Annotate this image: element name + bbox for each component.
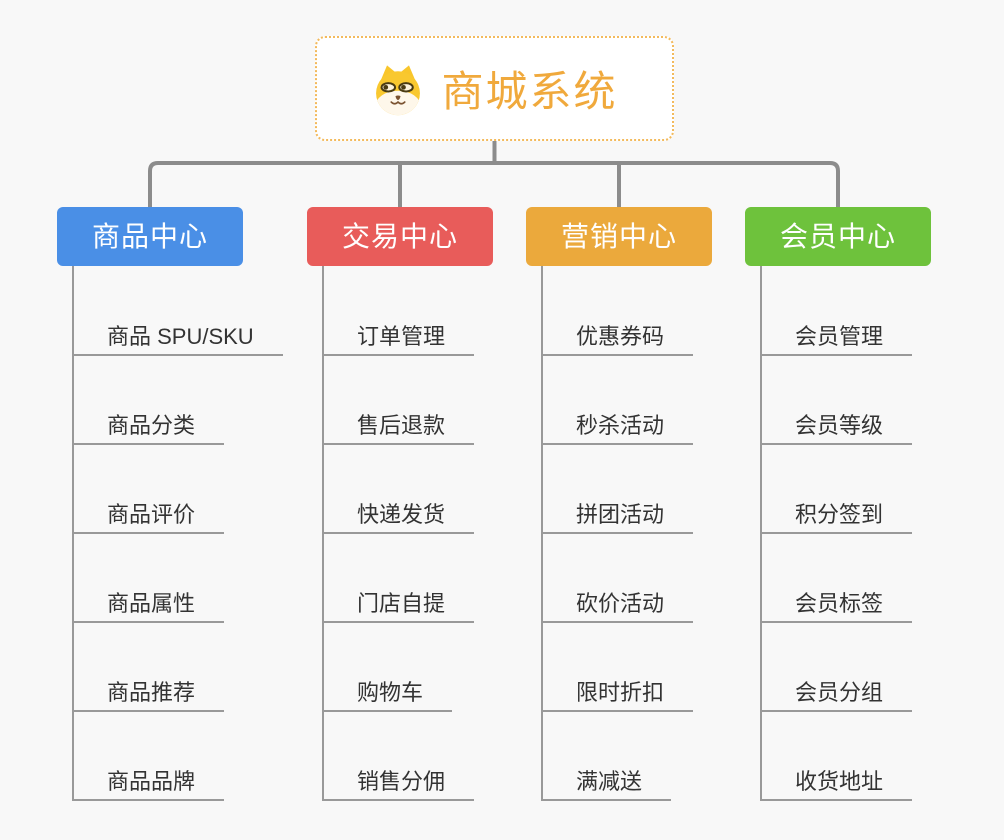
- child-node-member-center-1[interactable]: 会员管理: [760, 320, 913, 356]
- child-node-product-center-2[interactable]: 商品分类: [72, 409, 225, 445]
- branch-node-trade-center[interactable]: 交易中心: [307, 207, 493, 266]
- branch-node-member-center[interactable]: 会员中心: [745, 207, 931, 266]
- child-node-marketing-center-3[interactable]: 拼团活动: [541, 498, 694, 534]
- child-node-member-center-2[interactable]: 会员等级: [760, 409, 913, 445]
- child-node-marketing-center-1[interactable]: 优惠券码: [541, 320, 694, 356]
- child-node-trade-center-6[interactable]: 销售分佣: [322, 765, 475, 801]
- dog-face-icon: [371, 62, 425, 116]
- child-node-trade-center-1[interactable]: 订单管理: [322, 320, 475, 356]
- child-node-trade-center-2[interactable]: 售后退款: [322, 409, 475, 445]
- child-node-trade-center-4[interactable]: 门店自提: [322, 587, 475, 623]
- child-node-member-center-6[interactable]: 收货地址: [760, 765, 913, 801]
- child-node-product-center-3[interactable]: 商品评价: [72, 498, 225, 534]
- child-node-marketing-center-5[interactable]: 限时折扣: [541, 676, 694, 712]
- branch-node-product-center[interactable]: 商品中心: [57, 207, 243, 266]
- root-title: 商城系统: [441, 68, 618, 115]
- child-node-member-center-5[interactable]: 会员分组: [760, 676, 913, 712]
- child-node-member-center-4[interactable]: 会员标签: [760, 587, 913, 623]
- child-node-trade-center-3[interactable]: 快递发货: [322, 498, 475, 534]
- child-node-product-center-6[interactable]: 商品品牌: [72, 765, 225, 801]
- child-node-product-center-1[interactable]: 商品 SPU/SKU: [72, 320, 283, 356]
- child-node-marketing-center-2[interactable]: 秒杀活动: [541, 409, 694, 445]
- child-node-product-center-4[interactable]: 商品属性: [72, 587, 225, 623]
- child-node-trade-center-5[interactable]: 购物车: [322, 676, 453, 712]
- child-node-marketing-center-4[interactable]: 砍价活动: [541, 587, 694, 623]
- child-node-marketing-center-6[interactable]: 满减送: [541, 765, 672, 801]
- branch-node-marketing-center[interactable]: 营销中心: [526, 207, 712, 266]
- child-node-product-center-5[interactable]: 商品推荐: [72, 676, 225, 712]
- root-node-mall-system[interactable]: 商城系统: [315, 36, 674, 141]
- child-node-member-center-3[interactable]: 积分签到: [760, 498, 913, 534]
